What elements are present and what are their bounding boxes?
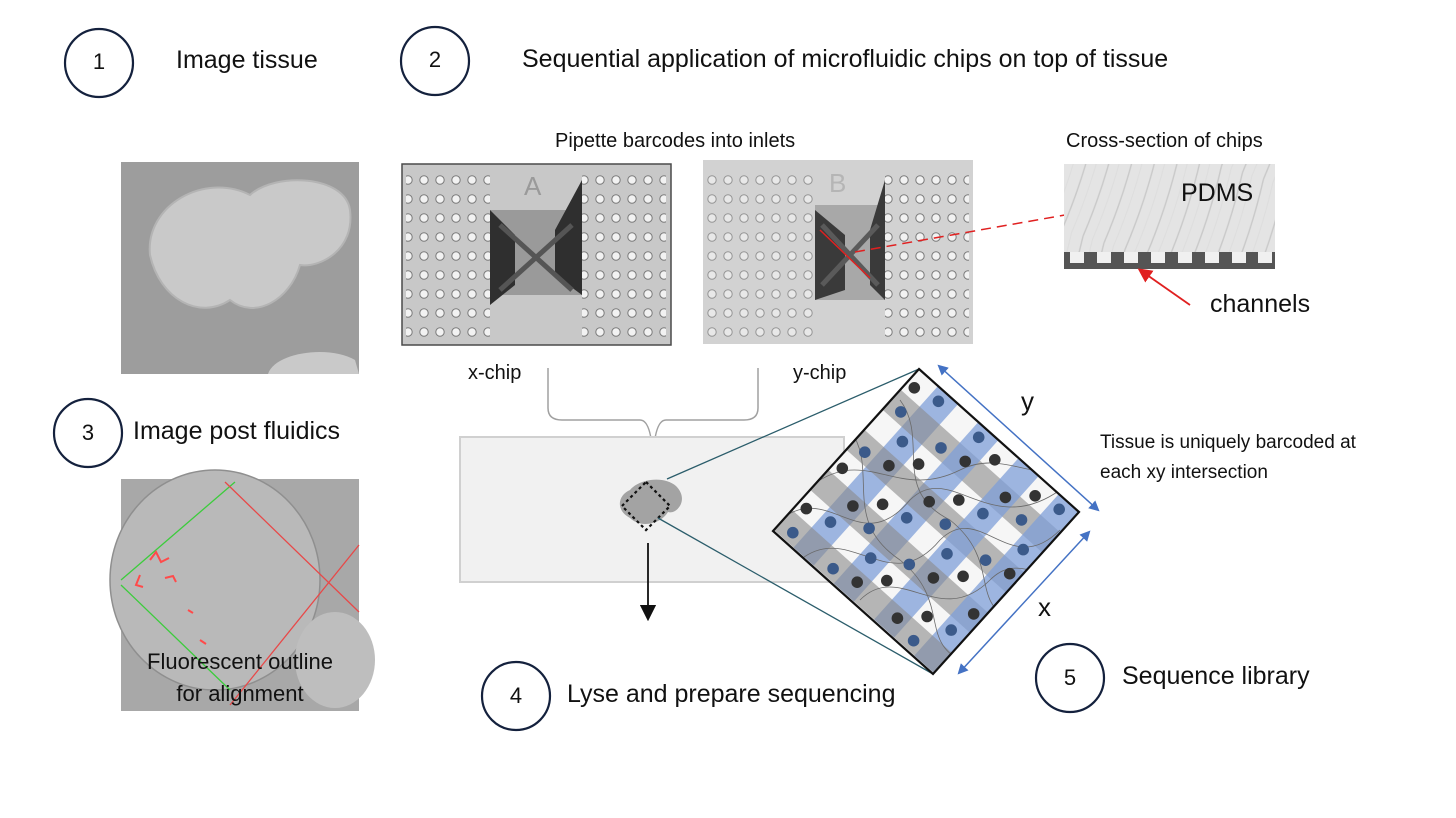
barcode-bead	[1053, 503, 1065, 516]
barcode-bead	[967, 608, 980, 620]
barcode-bead	[921, 610, 933, 623]
zoom-line-bottom	[657, 517, 934, 675]
slide-tissue	[619, 479, 682, 524]
barcode-bead	[787, 526, 799, 539]
barcode-bead	[989, 454, 1001, 466]
barcode-bead	[957, 570, 969, 583]
fluorescent-label-line-2: for alignment	[176, 681, 304, 706]
step-2-number: 2	[428, 47, 442, 72]
chip-a-letter: A	[524, 171, 542, 201]
barcode-bead	[1029, 490, 1041, 502]
barcode-bead	[800, 502, 813, 515]
step-3-label: Image post fluidics	[133, 417, 341, 445]
barcode-note-line-1: Tissue is uniquely barcoded at	[1100, 432, 1356, 453]
barcode-bead	[999, 491, 1012, 504]
barcode-bead	[883, 459, 895, 472]
barcode-bead	[864, 552, 877, 564]
barcode-bead	[941, 548, 953, 560]
x-chip-image	[401, 163, 672, 346]
step-4-circle	[480, 660, 552, 732]
step-5-number: 5	[1063, 665, 1077, 690]
barcode-bead	[827, 562, 839, 575]
barcode-bead	[847, 500, 859, 512]
barcode-bead	[977, 507, 989, 520]
barcode-bead	[900, 512, 913, 524]
y-axis-label: y	[1021, 386, 1034, 416]
y-chip-image	[703, 160, 973, 344]
cross-section-link	[854, 214, 1066, 253]
step-4-number: 4	[509, 683, 523, 708]
step-4-label: Lyse and prepare sequencing	[567, 680, 896, 708]
barcode-bead	[876, 498, 889, 511]
chip-b-letter: B	[829, 168, 847, 198]
barcode-bead	[945, 624, 957, 636]
barcode-bead	[939, 518, 952, 530]
x-axis-arrow	[957, 530, 1091, 675]
barcode-bead	[891, 612, 904, 624]
barcode-bead	[895, 406, 907, 418]
step-3-circle	[52, 397, 124, 469]
channels-arrow	[1137, 268, 1191, 306]
pipette-label: Pipette barcodes into inlets	[555, 130, 796, 152]
post-fluidics-image	[109, 469, 375, 711]
barcode-bead	[935, 442, 947, 454]
barcode-bead	[836, 462, 849, 475]
barcode-bead	[912, 458, 925, 470]
barcode-bead	[1003, 567, 1016, 580]
cross-section-label: Cross-section of chips	[1066, 130, 1263, 152]
pdms-label: PDMS	[1181, 179, 1254, 207]
barcode-note-line-2: each xy intersection	[1100, 462, 1268, 483]
step-5-label: Sequence library	[1122, 662, 1310, 690]
barcode-bead	[851, 576, 863, 588]
fluorescent-label-line-1: Fluorescent outline	[147, 649, 333, 674]
barcode-bead	[927, 572, 940, 584]
step-2-circle	[399, 25, 471, 97]
step-1-label: Image tissue	[176, 46, 318, 74]
step-1-circle	[63, 27, 135, 99]
x-axis-label: x	[1038, 592, 1051, 622]
barcode-bead	[908, 382, 921, 394]
barcode-bead	[896, 435, 909, 448]
barcode-bead	[859, 446, 871, 459]
barcode-bead	[972, 431, 985, 444]
zoom-line-top	[666, 368, 920, 480]
barcode-bead	[907, 634, 920, 647]
y-axis-arrow	[937, 364, 1100, 512]
barcode-bead	[903, 558, 916, 571]
barcode-bead	[1015, 514, 1028, 526]
barcode-bead	[923, 495, 935, 508]
step-3-number: 3	[81, 420, 95, 445]
cross-section-image	[1064, 164, 1275, 269]
channels-label: channels	[1210, 290, 1311, 318]
barcode-bead	[959, 455, 971, 468]
step-2-label: Sequential application of microfluidic c…	[522, 45, 1169, 73]
barcode-bead	[979, 554, 992, 566]
barcode-bead	[863, 522, 875, 535]
barcode-bead	[824, 516, 837, 528]
barcode-bead	[1017, 543, 1029, 556]
step-1-number: 1	[92, 49, 106, 74]
barcode-bead	[932, 395, 945, 408]
barcode-grid	[773, 369, 1079, 674]
barcode-bead	[953, 494, 965, 506]
x-chip-label: x-chip	[468, 362, 522, 384]
y-chip-label: y-chip	[793, 362, 847, 384]
barcode-bead	[881, 574, 893, 587]
tissue-image	[121, 162, 359, 374]
